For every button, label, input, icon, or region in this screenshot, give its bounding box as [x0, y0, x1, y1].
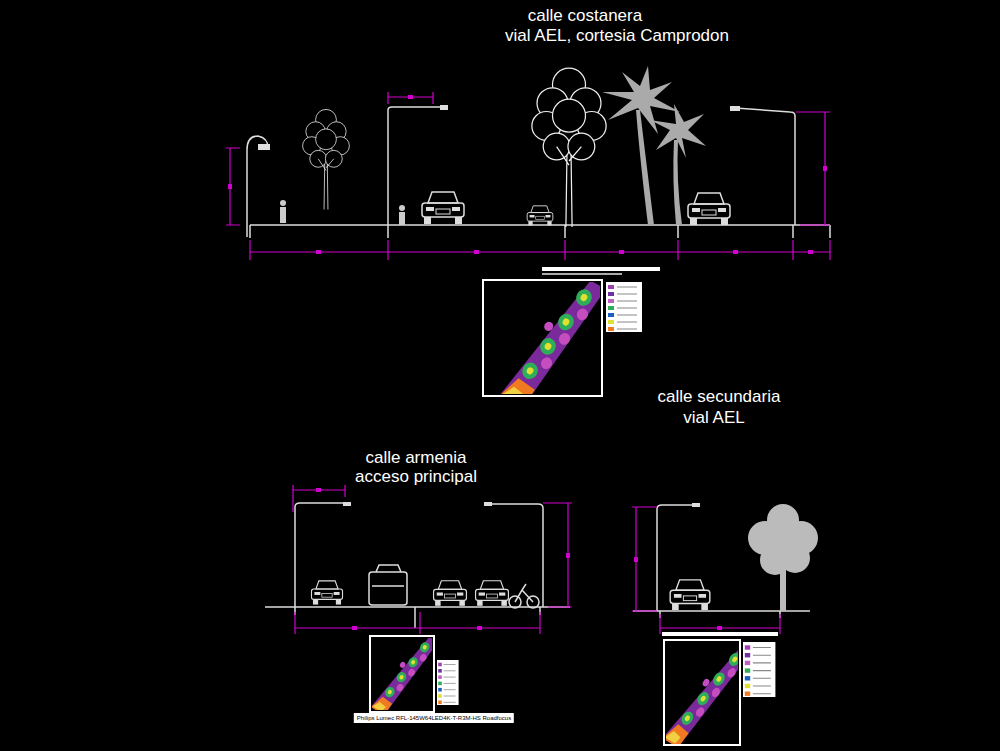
section-title: calle secundaria [658, 387, 781, 406]
section-title: acceso principal [355, 467, 477, 486]
section-title: calle costanera [528, 6, 642, 25]
section-title: vial AEL, cortesia Camprodon [505, 26, 729, 45]
section-title: calle armenia [365, 448, 466, 467]
section-title: vial AEL [683, 408, 744, 427]
luminaire-caption: Philips Lumec RFL-145W64LED4K-T-R3M-HS R… [354, 713, 514, 723]
